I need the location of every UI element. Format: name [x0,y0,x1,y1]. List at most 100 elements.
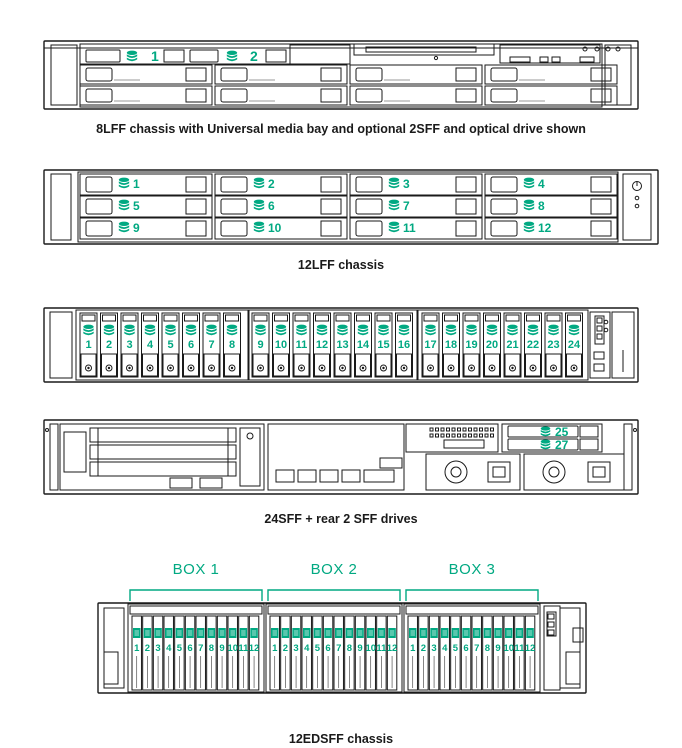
drive-bay-number: 7 [474,643,479,654]
drive-bay-number: 5 [133,199,140,213]
drive-bay-number: 2 [283,643,288,654]
drive-bay-number: 5 [167,339,173,351]
drive-status-led [218,628,226,638]
drive-icon [388,199,400,211]
drive-bay-number: 1 [85,339,91,351]
drive-bay-number: 2 [250,48,258,64]
lff-drive-8: 8 [484,195,618,218]
front-control-panel [589,311,611,379]
drive-bay-number: 11 [376,643,387,654]
rear-sff-drive-cage: 25 27 [501,423,603,453]
drive-bay-number: 2 [106,339,112,351]
drive-icon [507,324,518,336]
drive-status-led [377,628,386,638]
edsff-drive-4: 4 [163,615,174,691]
drive-bay-number: 12 [538,221,552,235]
drive-status-led [430,628,438,638]
edsff-drive-1: 1 [269,615,280,691]
sff-drive-1: 1 [79,312,98,378]
edsff-drive-5: 5 [312,615,323,691]
drive-status-led [335,628,343,638]
drive-icon [445,324,457,336]
drive-bay-number: 1 [410,643,416,654]
drive-icon [337,324,348,336]
edsff-drive-8: 8 [482,615,493,691]
box-bracket [405,589,539,601]
lff-drive-2: 2 [214,173,348,196]
drive-status-led [207,628,216,638]
drive-bay-number: 10 [365,643,376,654]
lff-drive-12: 12 [484,217,618,240]
drive-status-led [271,628,279,638]
drive-status-led [250,628,258,638]
drive-bay-number: 5 [177,643,183,654]
edsff-drive-9: 9 [354,615,366,691]
chassis-rear-view: 25 27 [43,419,639,495]
drive-bay-number: 9 [357,643,362,654]
drive-bay-number: 27 [555,438,569,452]
drive-bay-number: 7 [336,643,341,654]
edsff-drive-5: 5 [450,615,461,691]
sff-drive-19: 19 [462,312,481,378]
lff-drive-bay [214,85,348,106]
rear-sff-drive-25: 25 [507,425,599,439]
drive-bay-number: 9 [495,643,500,654]
edsff-drive-4: 4 [439,615,450,691]
drive-bay-number: 8 [538,199,545,213]
pcie-riser-slots [59,423,265,491]
drive-icon [523,221,535,233]
drive-status-led [197,628,205,638]
edsff-drive-1: 1 [131,615,142,691]
edsff-drive-10: 10 [365,615,376,691]
drive-bay-number: 12 [316,339,328,351]
drive-bay-number: 8 [209,643,214,654]
lff-drive-bay [484,64,618,85]
drive-status-led [133,628,141,638]
drive-bay-number: 13 [336,339,348,351]
drive-status-led [324,628,332,638]
edsff-drive-12: 12 [525,615,535,691]
drive-icon [144,324,156,336]
drive-icon [118,199,130,211]
sff-drive-14: 14 [354,312,372,378]
edsff-drive-7: 7 [333,615,344,691]
drive-bay-number: 1 [133,177,140,191]
lff-drive-5: 5 [79,195,213,218]
drive-status-led [281,628,290,638]
drive-bay-number: 11 [514,643,525,654]
drive-bay-number: 12 [387,643,398,654]
drive-icon [253,221,265,233]
drive-bay-number: 22 [527,339,539,351]
drive-bay-number: 4 [166,643,172,654]
drive-status-led [239,628,248,638]
drive-icon [275,324,287,336]
drive-icon [540,439,551,450]
edsff-drive-2: 2 [142,615,153,691]
drive-status-led [345,628,354,638]
sff-drive-2: 2 [100,312,118,378]
lff-drive-11: 11 [349,217,483,240]
sff-drive-12: 12 [313,312,331,378]
drive-bay-number: 10 [227,643,238,654]
edsff-drive-10: 10 [503,615,514,691]
drive-icon [523,199,535,211]
drive-bay-number: 6 [463,643,468,654]
drive-bay-number: 3 [403,177,410,191]
box-label: BOX 2 [311,561,358,578]
drive-icon [253,177,265,189]
drive-icon [255,324,266,336]
drive-icon [296,324,307,336]
drive-icon [378,324,389,336]
box-label: BOX 3 [449,561,496,578]
drive-bay-number: 9 [133,221,140,235]
drive-bay-number: 23 [547,339,559,351]
drive-status-led [367,628,375,638]
edsff-drive-7: 7 [195,615,206,691]
sff-drive-7: 7 [202,312,221,378]
drive-bay-number: 11 [296,339,308,351]
drive-icon [388,221,400,233]
